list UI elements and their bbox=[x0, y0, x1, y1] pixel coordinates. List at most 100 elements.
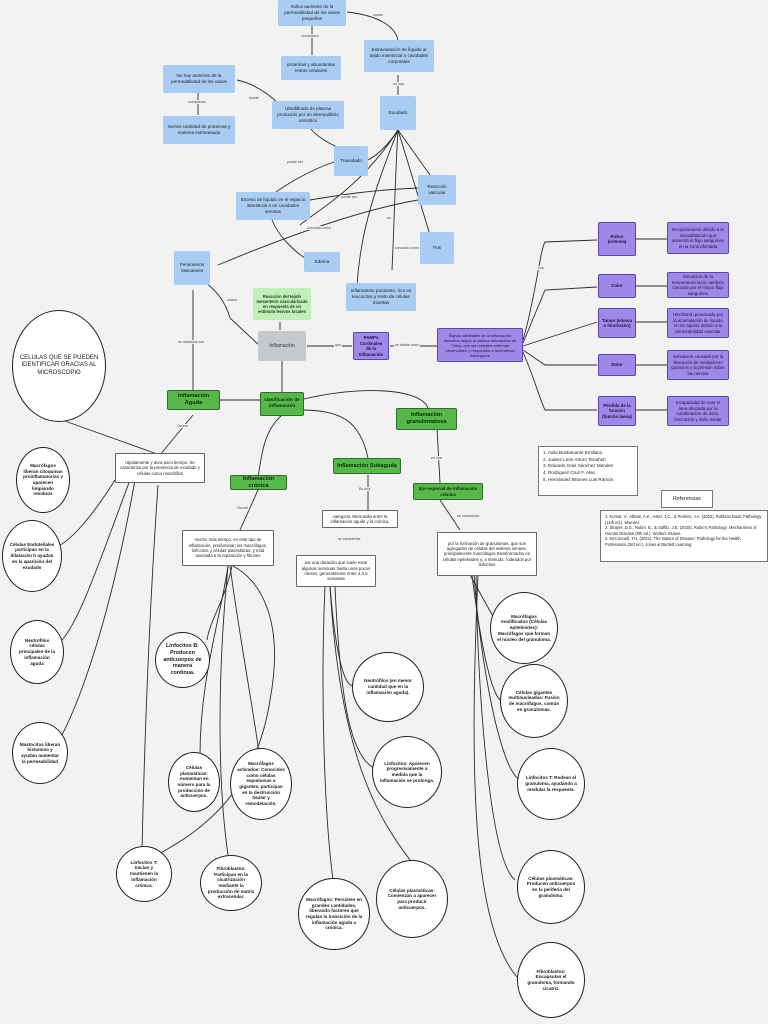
node-classification-text: clasificación de inflamación bbox=[264, 398, 300, 409]
node-exudate-text: Exudado bbox=[388, 110, 408, 116]
desc-granulomatous-type-text: tipo especial de inflamación crónica bbox=[418, 486, 478, 497]
node-no-increase-text: No hay aumento de la permeabilidad de lo… bbox=[171, 73, 227, 84]
node-rubor: Rubor (eritema) bbox=[598, 222, 636, 256]
circle-macrophages-subacute: Macrófagos: Persisten en grandes cantida… bbox=[298, 878, 370, 950]
edge-label: se caracteriza bbox=[456, 514, 481, 518]
desc-subacute-category: categoría intermedia entre la inflamació… bbox=[322, 510, 398, 528]
circle-neutrophils-acute: Neutrófilos células principales de la in… bbox=[10, 620, 64, 684]
desc-subacute-category-text: categoría intermedia entre la inflamació… bbox=[330, 513, 390, 524]
author-item: 4. Rodriguez Cruz F. Alan bbox=[543, 469, 596, 475]
circle-b-lymphocytes-text: Linfocitos B: Producen anticuerpos de ma… bbox=[163, 643, 202, 677]
desc-subacute-duration-text: por una duración que suele estar algunas… bbox=[301, 560, 371, 582]
node-subacute: Inflamación Subaguda bbox=[333, 458, 401, 474]
edge-label: no hay bbox=[392, 82, 405, 86]
circle-mast-cells-text: Mastocitos liberan histamina y ayudan au… bbox=[19, 741, 61, 764]
circle-t-lymphocytes-chronic-text: Linfocitos T: Inician y mantienen la inf… bbox=[129, 859, 159, 888]
circle-title-microscope-cells: CELULAS QUE SE PUEDEN IDENTIFICAR GRACIA… bbox=[12, 310, 106, 422]
circle-plasma-cells-chronic-text: Células plasmáticas: Aumentan en número … bbox=[177, 764, 211, 799]
node-perdida-text: Pérdida de la función (functio laesa) bbox=[602, 402, 632, 419]
node-extravasation: Extravasación de líquido al tejido inter… bbox=[364, 40, 434, 72]
node-perdida-desc-text: Incapacidad de usar el área afectada por… bbox=[674, 400, 722, 422]
circle-plasma-cells-subacute-text: Células plasmáticas: Comienzan a aparece… bbox=[387, 887, 437, 910]
circle-fibroblasts-chronic-text: Fibroblastos: Participan en la cicatriza… bbox=[207, 865, 255, 900]
edge-label: se relaciona con bbox=[177, 340, 206, 344]
node-dolor-desc-text: Sensación causada por la liberación de m… bbox=[671, 354, 725, 376]
node-granulomatous-text: Inflamación granulomatosa bbox=[406, 412, 447, 425]
circle-lymphocytes-subacute-text: Linfocitos: Aparecen progresivamente a m… bbox=[379, 760, 435, 783]
circle-neutrophils-subacute: Neutrófilos (en menor cantidad que en la… bbox=[352, 652, 424, 722]
edge-label: causa bbox=[226, 298, 238, 302]
node-permeability-text: Indica aumento de la permeabilidad de lo… bbox=[284, 4, 340, 21]
node-excess-fluid-text: Exceso de líquido en el espacio intersti… bbox=[240, 197, 306, 214]
node-cardinal-signs-text: Signos cardinales de la inflamación desc… bbox=[443, 332, 517, 358]
node-subacute-text: Inflamación Subaguda bbox=[337, 462, 397, 469]
node-tumor-desc: Hinchazón provocada por la acumulación d… bbox=[667, 308, 729, 338]
node-edema: Edema bbox=[304, 252, 340, 272]
edge-label: puede ser bbox=[340, 195, 358, 199]
edge-label: Es una bbox=[358, 487, 372, 491]
node-tissue-reaction-text: Reacción del tejido mesenterio vasculari… bbox=[256, 293, 308, 315]
desc-subacute-duration: por una duración que suele estar algunas… bbox=[296, 555, 376, 587]
reference-item: 2. Strayer, D.S., Rubin, E., & Saffitz, … bbox=[605, 525, 757, 536]
node-dolor-text: Dolor bbox=[611, 362, 623, 368]
node-permeability: Indica aumento de la permeabilidad de lo… bbox=[278, 0, 346, 26]
node-calor-desc-text: Elevación de la temperatura local, tambi… bbox=[672, 274, 724, 296]
circle-fibroblasts-granuloma-text: Fibroblastos: Encapsulan el granuloma, f… bbox=[527, 968, 575, 991]
node-pamps-text: PAMPs Cardinales de la Inflamación bbox=[358, 335, 384, 357]
node-pus-text: Pus bbox=[433, 245, 441, 251]
node-perdida: Pérdida de la función (functio laesa) bbox=[598, 396, 636, 426]
circle-giant-cells: Células gigantes multinucleadas: Fusión … bbox=[500, 664, 568, 738]
edge-label: Ocurre bbox=[236, 506, 249, 510]
edge-label: es una bbox=[430, 456, 443, 460]
edge-label: puede ser bbox=[286, 160, 304, 164]
node-perdida-desc: Incapacidad de usar el área afectada por… bbox=[667, 396, 729, 426]
circle-lymphocytes-subacute: Linfocitos: Aparecen progresivamente a m… bbox=[372, 736, 442, 808]
node-rubor-desc-text: Enrojecimiento debido a la vasodilatació… bbox=[671, 227, 725, 249]
author-item: 3. Eduardo Gael Sánchez Mendez bbox=[543, 463, 614, 469]
node-vascular-reaction: Reacción vascular bbox=[418, 175, 456, 205]
node-inflammation: Inflamación bbox=[258, 331, 306, 361]
circle-b-lymphocytes: Linfocitos B: Producen anticuerpos de ma… bbox=[155, 632, 210, 688]
desc-granulomatous: por la formación de granulomas, que son … bbox=[437, 532, 537, 576]
reference-item: 3. McConnell, T.H. (2021). The Nature of… bbox=[605, 536, 741, 547]
node-vascular-reaction-text: Reacción vascular bbox=[427, 184, 447, 195]
node-pamps: PAMPs Cardinales de la Inflamación bbox=[353, 332, 389, 360]
node-dolor: Dolor bbox=[598, 354, 636, 376]
node-calor: Calor bbox=[598, 274, 636, 298]
node-ultrafiltrate-text: Ultrafiltrado de plasma producido por un… bbox=[277, 106, 339, 123]
edge-label: compuesto bbox=[187, 100, 207, 104]
desc-acute-text: rápidamente y dura poco tiempo. Se carac… bbox=[120, 459, 200, 476]
desc-acute: rápidamente y dura poco tiempo. Se carac… bbox=[115, 453, 205, 483]
circle-plasma-cells-chronic: Células plasmáticas: Aumentan en número … bbox=[168, 752, 220, 812]
circle-t-lymphocytes-granuloma: Linfocitos T: Rodean el granuloma, ayuda… bbox=[517, 748, 585, 820]
circle-activated-macrophages-text: Macrófagos activados: Conocidos como cél… bbox=[237, 761, 285, 807]
node-less-protein-text: menos cantidad de proteínas y material e… bbox=[167, 124, 231, 135]
node-calor-text: Calor bbox=[611, 283, 623, 289]
edge-label: se define como bbox=[394, 343, 421, 347]
node-dolor-desc: Sensación causada por la liberación de m… bbox=[667, 350, 729, 380]
edge-label: causa bbox=[372, 13, 384, 17]
node-cardinal-signs: Signos cardinales de la inflamación desc… bbox=[437, 328, 523, 362]
references-title: Referencias bbox=[661, 490, 713, 508]
node-less-protein: menos cantidad de proteínas y material e… bbox=[163, 116, 235, 144]
edge-label: se caracteriza bbox=[337, 537, 362, 541]
node-no-increase: No hay aumento de la permeabilidad de lo… bbox=[163, 65, 235, 93]
edge-label: Ocurre bbox=[176, 424, 189, 428]
node-purulent-text: Inflamatorio purulento, rico en leucocit… bbox=[350, 288, 412, 305]
edge-label: son bbox=[537, 266, 545, 270]
circle-giant-cells-text: Células gigantes multinucleadas: Fusión … bbox=[508, 689, 560, 712]
edge-label: que bbox=[334, 343, 342, 347]
circle-t-lymphocytes-chronic: Linfocitos T: Inician y mantienen la inf… bbox=[116, 846, 172, 902]
node-proteins: proteínas y abundantes restos celulares bbox=[281, 56, 341, 80]
desc-chronic: mucho más tiempo, en este tipo de inflam… bbox=[182, 530, 274, 566]
circle-modified-macrophages-text: Macrófagos modificados (Células epitelio… bbox=[497, 613, 551, 642]
node-purulent: Inflamatorio purulento, rico en leucocit… bbox=[346, 283, 416, 311]
circle-modified-macrophages: Macrófagos modificados (Células epitelio… bbox=[490, 592, 558, 664]
node-granulomatous: Inflamación granulomatosa bbox=[396, 408, 457, 430]
edge-label: conocido como bbox=[306, 226, 333, 230]
node-tissue-reaction: Reacción del tejido mesenterio vasculari… bbox=[253, 288, 311, 320]
node-ultrafiltrate: Ultrafiltrado de plasma producido por un… bbox=[272, 101, 344, 129]
desc-granulomatous-type: tipo especial de inflamación crónica bbox=[413, 483, 483, 500]
